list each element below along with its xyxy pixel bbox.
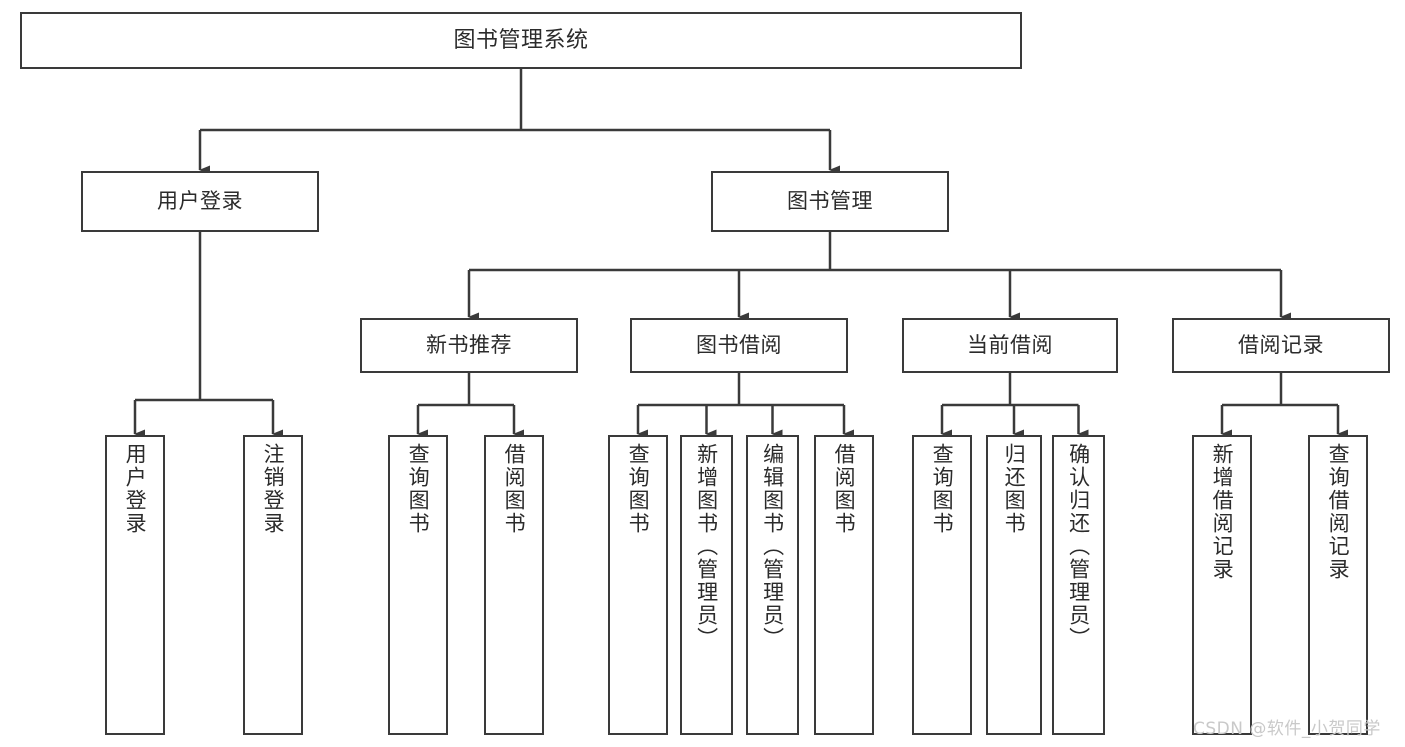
node-newbook[interactable]: 新书推荐 <box>360 318 578 373</box>
node-label: 图书管理系统 <box>453 27 589 53</box>
node-leaf-logout[interactable]: 注销登录 <box>243 435 303 735</box>
node-label: 新书推荐 <box>426 333 512 358</box>
node-label: 查询借阅记录 <box>1326 443 1351 581</box>
node-label: 图书借阅 <box>696 333 782 358</box>
node-label: 编辑图书（管理员） <box>760 443 785 650</box>
node-leaf-bo-edit[interactable]: 编辑图书（管理员） <box>746 435 799 735</box>
node-leaf-nb-borrow[interactable]: 借阅图书 <box>484 435 544 735</box>
node-label: 借阅图书 <box>832 443 857 535</box>
node-label: 确认归还（管理员） <box>1066 443 1091 650</box>
node-leaf-cu-confirm[interactable]: 确认归还（管理员） <box>1052 435 1105 735</box>
node-login[interactable]: 用户登录 <box>81 171 319 232</box>
node-label: 当前借阅 <box>967 333 1053 358</box>
node-label: 新增借阅记录 <box>1210 443 1235 581</box>
node-label: 用户登录 <box>157 189 243 214</box>
node-label: 用户登录 <box>123 443 148 535</box>
watermark: CSDN @软件_小贺同学 <box>1193 719 1381 739</box>
node-label: 借阅图书 <box>502 443 527 535</box>
node-label: 归还图书 <box>1002 443 1027 535</box>
node-label: 查询图书 <box>626 443 651 535</box>
node-leaf-re-add[interactable]: 新增借阅记录 <box>1192 435 1252 735</box>
node-leaf-cu-return[interactable]: 归还图书 <box>986 435 1042 735</box>
node-label: 新增图书（管理员） <box>694 443 719 650</box>
node-leaf-cu-query[interactable]: 查询图书 <box>912 435 972 735</box>
node-record[interactable]: 借阅记录 <box>1172 318 1390 373</box>
node-label: 查询图书 <box>406 443 431 535</box>
node-label: 借阅记录 <box>1238 333 1324 358</box>
node-root[interactable]: 图书管理系统 <box>20 12 1022 69</box>
node-leaf-bo-add[interactable]: 新增图书（管理员） <box>680 435 733 735</box>
connector-lines <box>133 69 1348 439</box>
node-leaf-nb-query[interactable]: 查询图书 <box>388 435 448 735</box>
node-label: 图书管理 <box>787 189 873 214</box>
node-label: 注销登录 <box>261 443 286 535</box>
node-label: 查询图书 <box>930 443 955 535</box>
node-bookmgmt[interactable]: 图书管理 <box>711 171 949 232</box>
node-leaf-re-query[interactable]: 查询借阅记录 <box>1308 435 1368 735</box>
node-leaf-bo-query[interactable]: 查询图书 <box>608 435 668 735</box>
node-borrow[interactable]: 图书借阅 <box>630 318 848 373</box>
node-leaf-login[interactable]: 用户登录 <box>105 435 165 735</box>
node-leaf-bo-borrow[interactable]: 借阅图书 <box>814 435 874 735</box>
node-current[interactable]: 当前借阅 <box>902 318 1118 373</box>
